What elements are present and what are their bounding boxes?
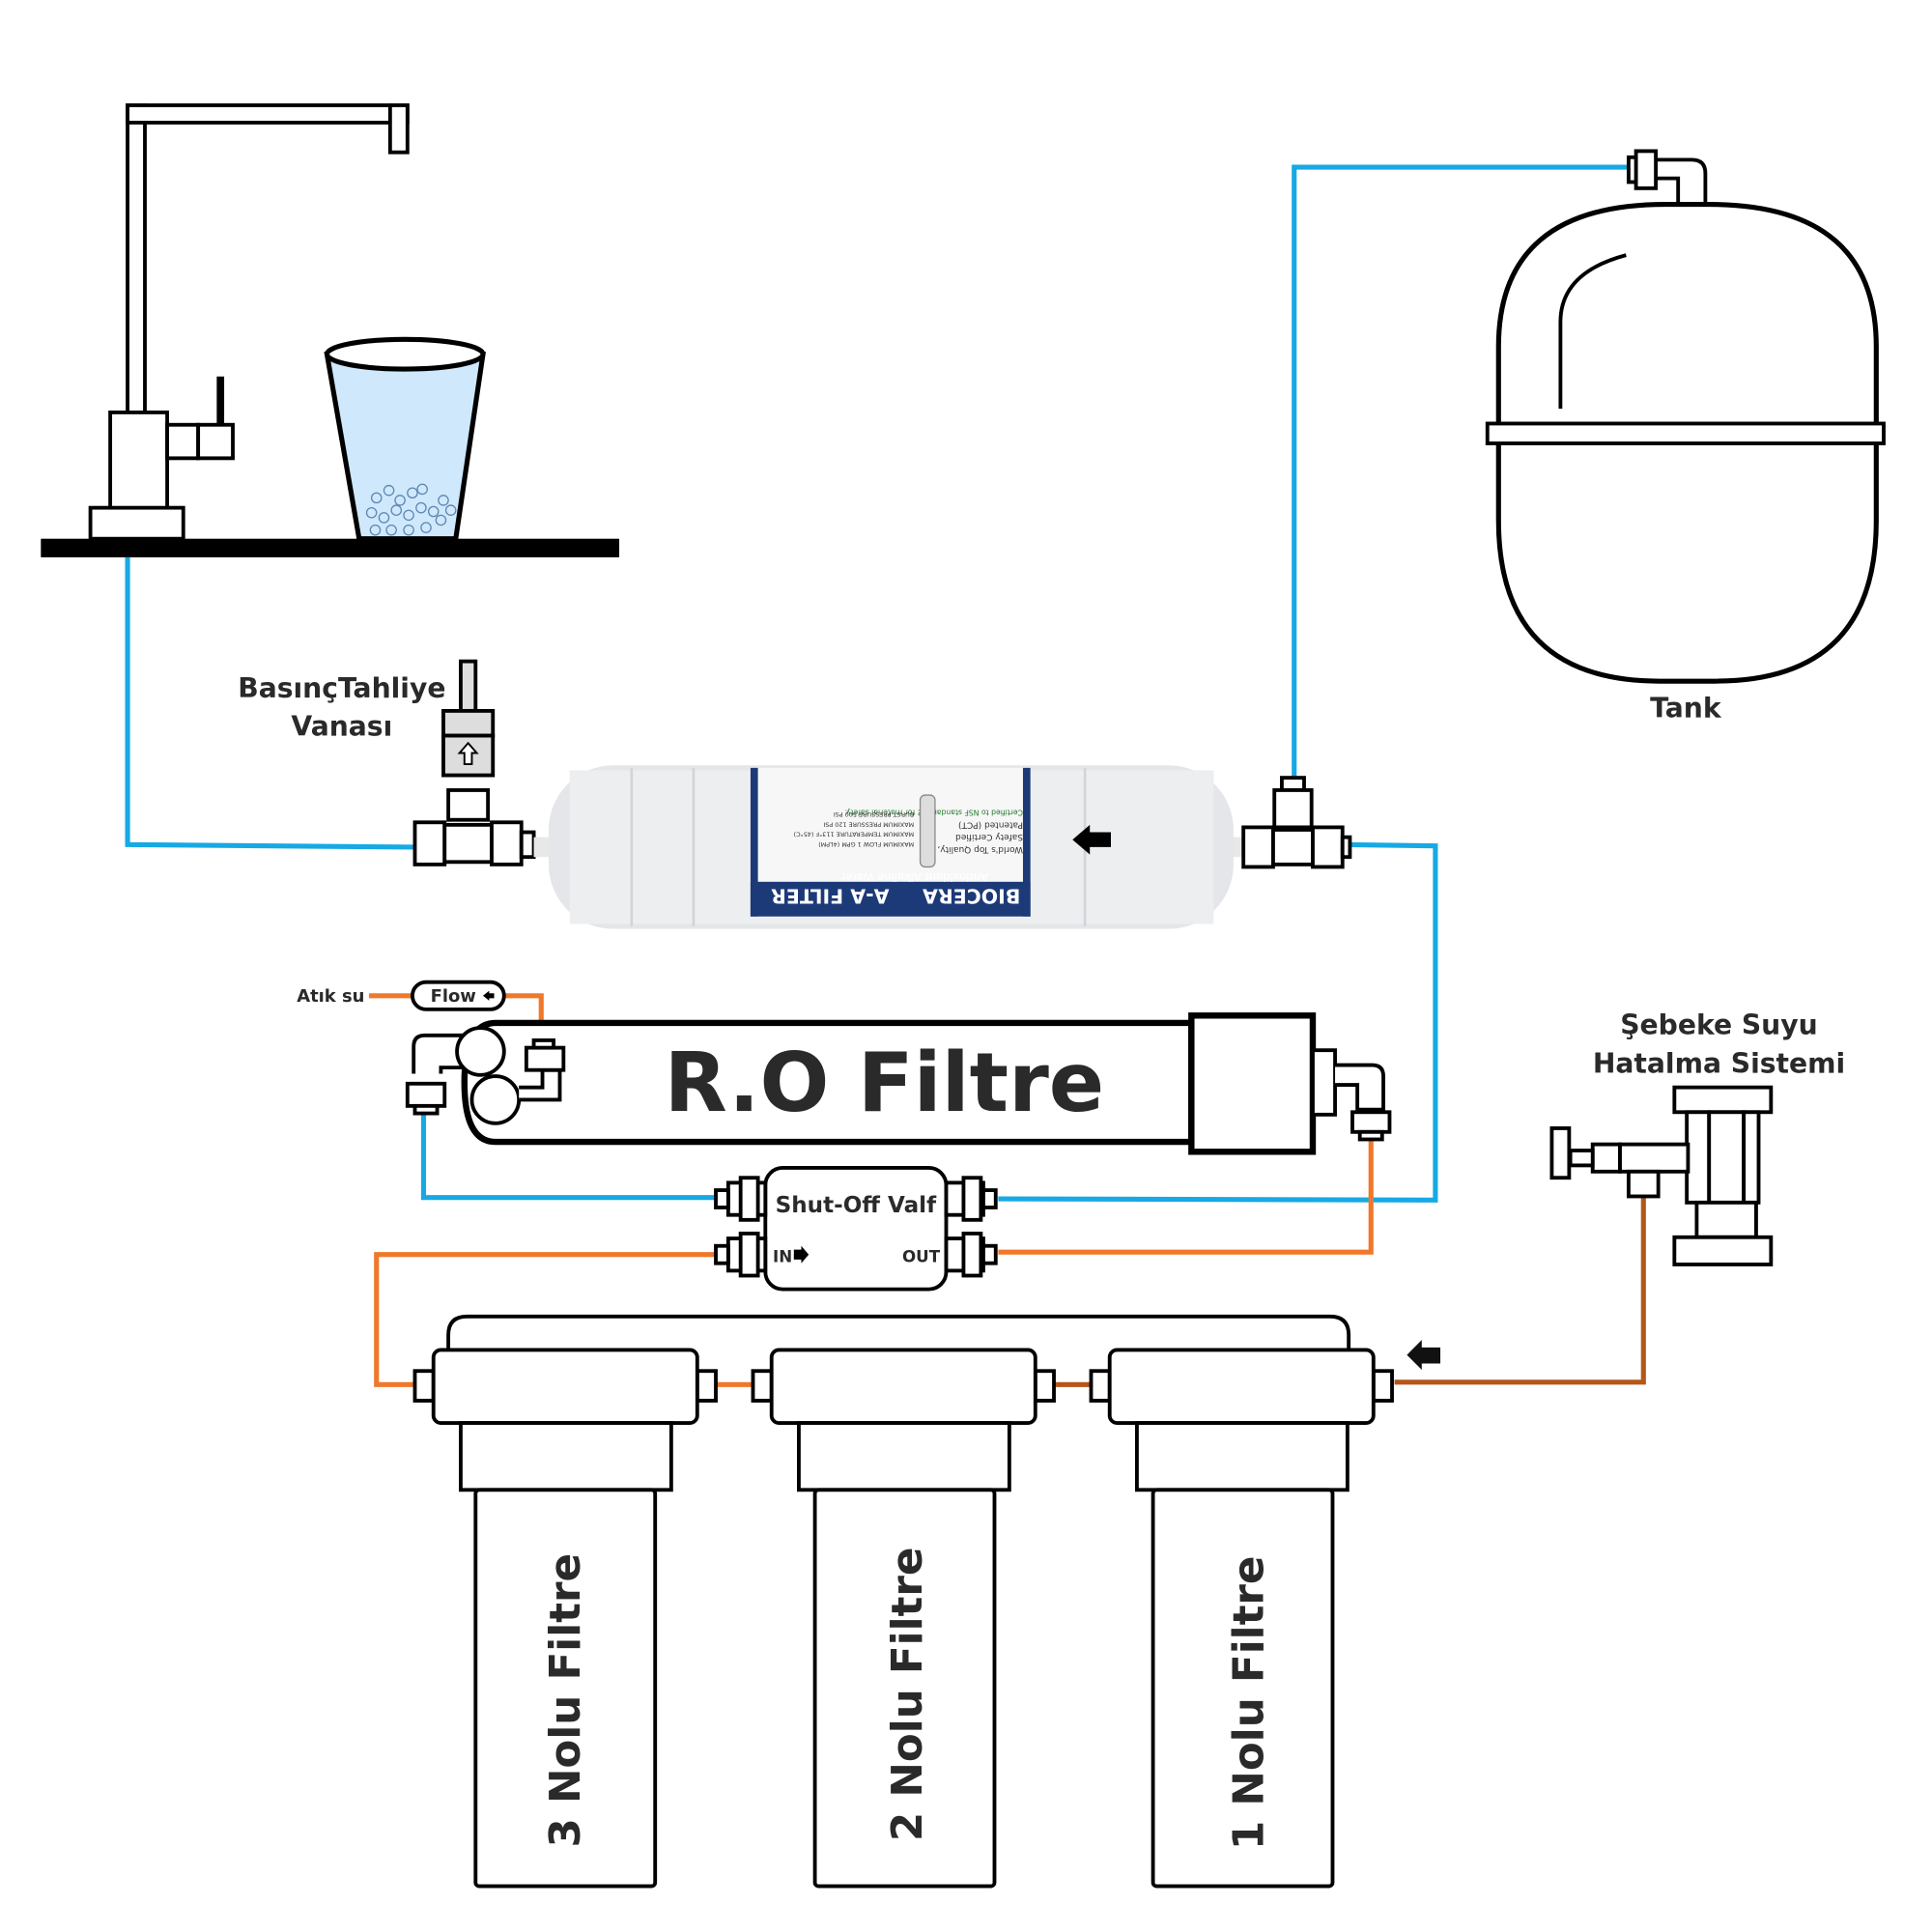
ro-filter-label: R.O Filtre	[665, 1035, 1105, 1130]
filter-bullet-2: Safety Certified	[955, 832, 1023, 841]
pressure-valve-label-2: Vanası	[291, 711, 392, 743]
filter-brand: BIOCERA	[923, 885, 1021, 908]
filter-spec-4: BURST PRESSURE 500 PSI	[834, 810, 914, 818]
flow-restrictor[interactable]: Flow	[411, 980, 506, 1011]
shutoff-valve-label: Shut-Off Valf	[776, 1193, 937, 1218]
relief-arrow-up-icon	[457, 741, 479, 765]
flow-label: Flow	[431, 986, 476, 1007]
filter-3-label: 3 Nolu Filtre	[542, 1553, 590, 1848]
filter-model: A-A FILTER	[771, 885, 890, 908]
pipe-tank-to-tee	[1292, 164, 1633, 788]
filter-1[interactable]: 1 Nolu Filtre	[1089, 1348, 1394, 1889]
storage-tank[interactable]	[1485, 149, 1886, 684]
filter-3[interactable]: 3 Nolu Filtre	[412, 1348, 718, 1889]
filter-bullet-1: World's Top Quality,	[937, 844, 1023, 854]
filter-2-label: 2 Nolu Filtre	[884, 1548, 932, 1842]
mains-label-1: Şebeke Suyu	[1620, 1009, 1817, 1041]
pipe-shutoff-out-to-ro	[998, 1139, 1374, 1255]
biocera-inline-filter[interactable]: BIOCERA A-A FILTER Antioxidant Alkaline …	[533, 765, 1246, 929]
pressure-valve-label-1: BasınçTahliye	[238, 672, 445, 704]
pipe-ro-to-shutoff	[420, 1114, 717, 1201]
mains-label-2: Hatalma Sistemi	[1593, 1047, 1845, 1079]
filter-1-label: 1 Nolu Filtre	[1226, 1556, 1274, 1851]
pipe-faucet-to-valve	[125, 556, 415, 850]
pipe-filter3-to-shutoff	[374, 1252, 717, 1387]
filter-bullet-3: Patented (PCT)	[958, 819, 1023, 829]
pipes	[125, 164, 1646, 1387]
water-glass	[324, 336, 486, 542]
filter-2[interactable]: 2 Nolu Filtre	[751, 1348, 1056, 1889]
shutoff-valve[interactable]: Shut-Off Valf IN OUT	[714, 1166, 998, 1292]
pipe-mains-feed	[1394, 1196, 1646, 1385]
shutoff-in-label: IN	[773, 1247, 792, 1265]
shutoff-out-label: OUT	[902, 1247, 941, 1265]
countertop	[41, 538, 620, 557]
filter-spec-3: MAXIMUM PRESSURE 120 PSI	[823, 820, 914, 828]
pipe-tee-to-shutoff	[998, 841, 1438, 1203]
filter-subtitle: Antioxidant Alkaline Water	[840, 870, 988, 884]
filter-spec-2: MAXIMUM TEMPERATURE 113°F (45°C)	[794, 831, 915, 838]
filter-spec-1: MAXIMUM FLOW 1 GPM (4LPM)	[818, 840, 914, 848]
faucet	[88, 103, 410, 541]
inline-filter-arrow-left-icon	[1072, 824, 1111, 855]
feed-arrow-left-icon	[1406, 1340, 1441, 1370]
mains-supply-valve[interactable]	[1549, 1085, 1774, 1266]
filter-bracket	[446, 1314, 1351, 1350]
tee-fitting	[1241, 776, 1352, 869]
ro-filter-housing[interactable]	[405, 1012, 1392, 1155]
tank-label: Tank	[1650, 692, 1722, 724]
waste-water-label: Atık su	[297, 986, 364, 1007]
